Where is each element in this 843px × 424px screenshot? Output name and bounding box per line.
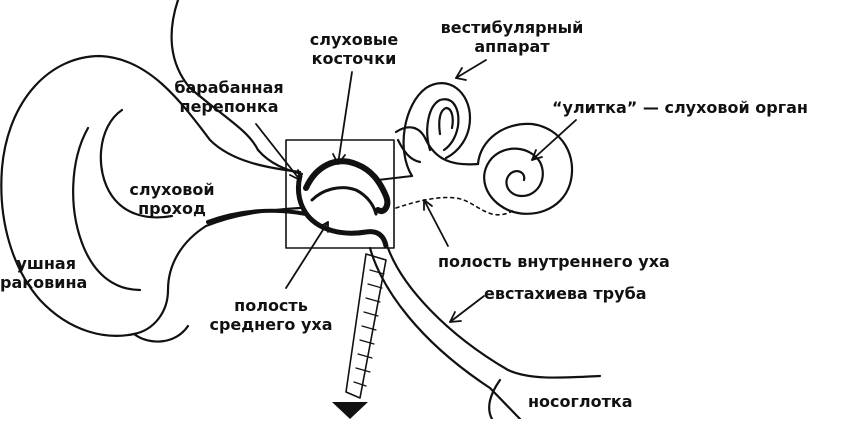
eustachian-tube-left [368, 246, 522, 421]
leader-eustachian-head [449, 311, 462, 323]
leader-eardrum-head [289, 169, 301, 181]
leader-ossicles [337, 71, 353, 165]
label-vestibular-line1: вестибулярный [440, 18, 584, 37]
label-ossicles-line1: слуховые [309, 30, 399, 49]
hatch-lines [353, 269, 385, 387]
label-auricle-line1: ушная [16, 254, 76, 273]
label-eardrum: барабанная перепонка [170, 78, 288, 116]
stapes-link [377, 175, 413, 181]
middle-cavity-wall [310, 186, 378, 216]
leader-eardrum [255, 123, 301, 181]
leader-inner-cavity-head [423, 199, 433, 211]
label-ossicles: слуховые косточки [299, 30, 409, 68]
cochlea-spiral [483, 147, 544, 212]
auricle-inner-fold [166, 206, 302, 292]
label-vestibular-line2: аппарат [474, 37, 550, 56]
auricle-outline [0, 54, 302, 337]
label-auricle: ушная раковина [0, 254, 88, 292]
leader-cochlea-head [531, 149, 543, 161]
leader-middle-cavity-head [318, 221, 329, 233]
label-middle-cavity-line2: среднего уха [209, 315, 333, 334]
label-ear-canal-line1: слуховой [129, 180, 215, 199]
helix-inner [72, 126, 142, 292]
label-cochlea: “улитка” — слуховой орган [552, 98, 808, 117]
vestibule [394, 126, 480, 166]
ear-canal-lower [206, 208, 308, 224]
canal-c [438, 106, 454, 136]
cochlea-outer [476, 122, 574, 215]
label-eardrum-line1: барабанная [174, 78, 284, 97]
label-inner-cavity: полость внутреннего уха [438, 252, 670, 271]
lobe-curve [132, 324, 190, 343]
label-middle-cavity: полость среднего уха [204, 296, 338, 334]
eustachian-tube-right [386, 246, 602, 379]
label-ear-canal: слуховой проход [126, 180, 218, 218]
antihelix [99, 108, 174, 219]
ossicle-chain [303, 158, 391, 214]
leader-cochlea [531, 119, 577, 161]
label-ossicles-line2: косточки [311, 49, 397, 68]
vestibule-lower [396, 138, 422, 164]
middle-ear-box [285, 139, 395, 249]
label-nasopharynx: носоглотка [528, 392, 633, 411]
nasopharynx-curve [488, 378, 502, 421]
label-eardrum-line2: перепонка [179, 97, 279, 116]
label-ear-canal-line2: проход [138, 199, 206, 218]
leader-ossicles-head [332, 153, 346, 165]
label-auricle-line2: раковина [0, 273, 88, 292]
canal-a [402, 82, 472, 178]
middle-cavity-floor [305, 213, 389, 249]
leader-middle-cavity [285, 221, 329, 289]
leader-vestibular-head [455, 67, 467, 81]
hatched-arrow-shaft [345, 253, 387, 399]
leader-inner-cavity [423, 199, 449, 247]
label-eustachian: евстахиева труба [484, 284, 647, 303]
leader-eustachian [449, 295, 485, 323]
head-outline [170, 0, 260, 152]
canal-b [426, 98, 460, 152]
label-vestibular: вестибулярный аппарат [428, 18, 596, 56]
label-middle-cavity-line1: полость [234, 296, 308, 315]
inner-ear-dashed [395, 196, 515, 216]
arrow-head-down [332, 402, 368, 419]
leader-vestibular [455, 59, 487, 79]
